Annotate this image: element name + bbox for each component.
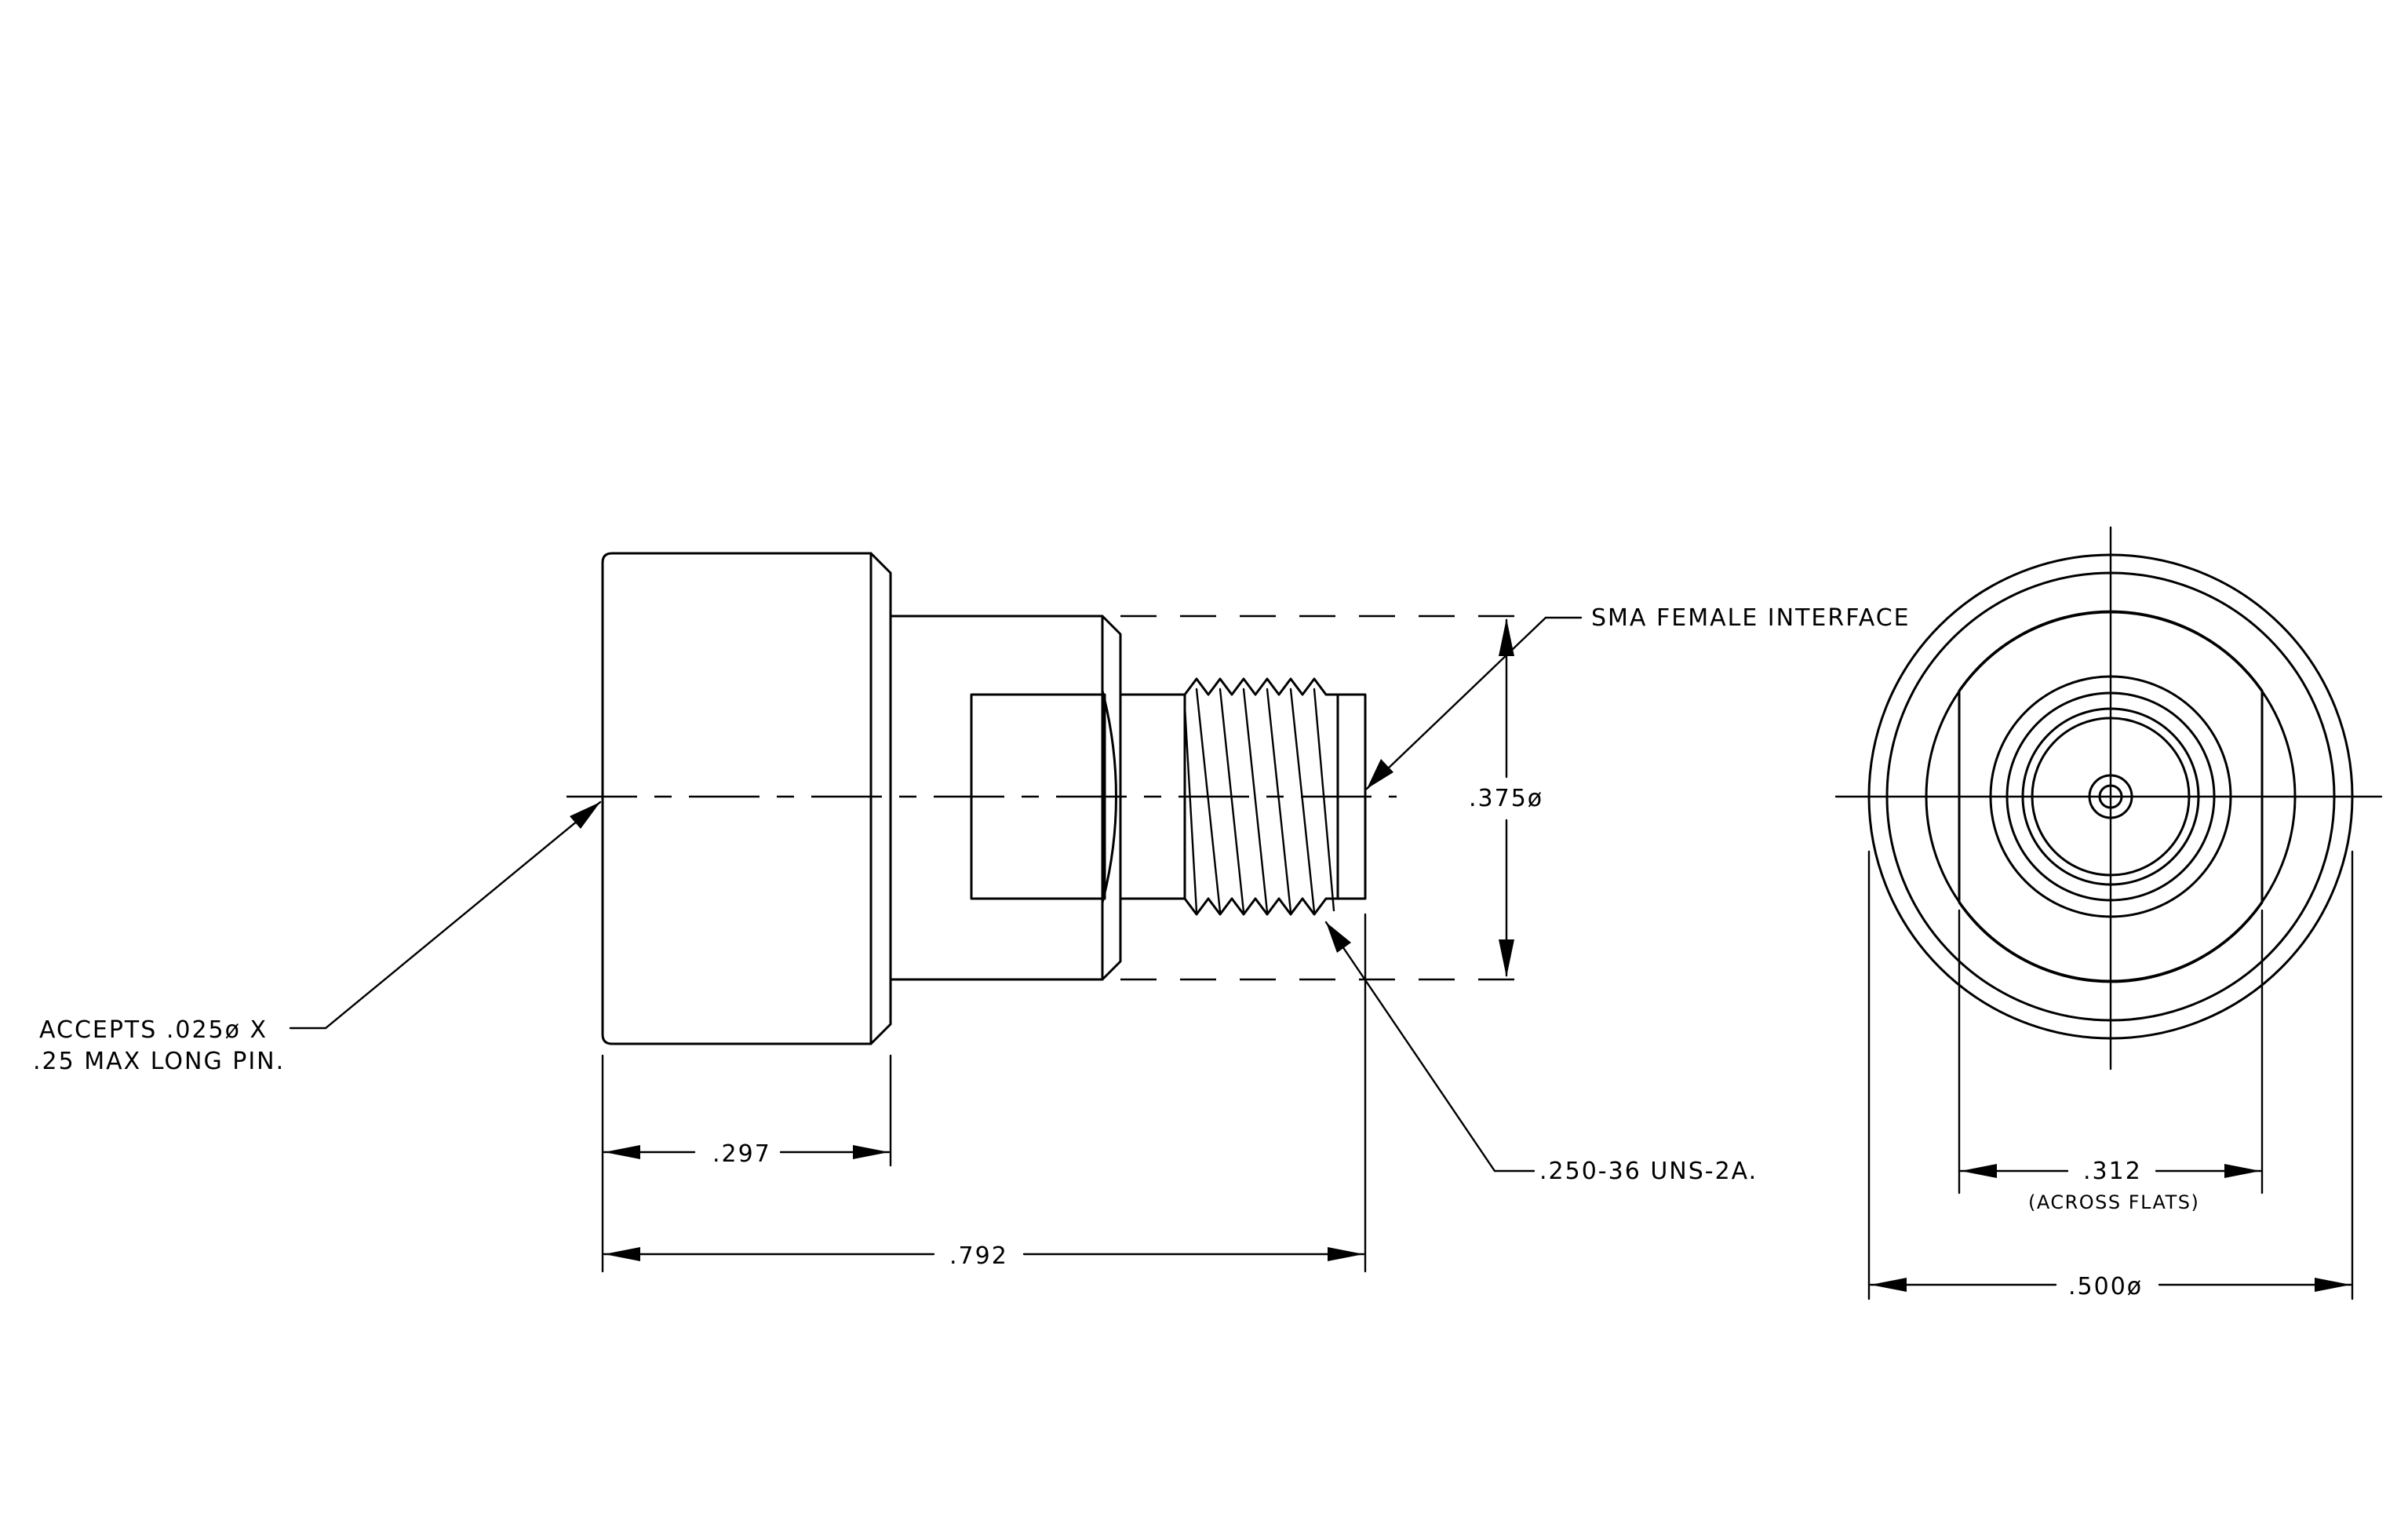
sma-interface-label: SMA FEMALE INTERFACE [1591, 604, 1911, 632]
dimension-overall-length: .792 [603, 1242, 1365, 1270]
cap-body [601, 552, 892, 1045]
end-view: .312 (ACROSS FLATS) .500ø [1834, 526, 2383, 1300]
hex-body [889, 615, 1122, 981]
dim-cap-length-label: .297 [712, 1140, 771, 1168]
dim-body-diameter-label: .375ø [1469, 785, 1543, 812]
dim-overall-length-label: .792 [949, 1242, 1008, 1270]
thread-section [1119, 677, 1367, 916]
pin-label-line2: .25 MAX LONG PIN. [33, 1048, 285, 1075]
callout-sma-interface: SMA FEMALE INTERFACE [1365, 604, 1911, 790]
thread-label: .250-36 UNS-2A. [1539, 1158, 1758, 1185]
dim-outer-diameter-label: .500ø [2068, 1273, 2143, 1300]
dimension-outer-diameter: .500ø [1869, 1273, 2352, 1300]
dimension-across-flats: .312 (ACROSS FLATS) [1959, 1158, 2262, 1213]
dim-across-flats-label: .312 [2083, 1158, 2142, 1185]
side-view: .375ø SMA FEMALE INTERFACE .250-36 UNS-2… [33, 552, 1911, 1273]
dimension-body-diameter: .375ø [1466, 618, 1552, 977]
callout-pin: ACCEPTS .025ø X .25 MAX LONG PIN. [33, 801, 602, 1075]
callout-thread: .250-36 UNS-2A. [1324, 921, 1758, 1185]
across-flats-outline [1958, 610, 2264, 983]
dimension-cap-length: .297 [603, 1140, 891, 1168]
dim-across-flats-note: (ACROSS FLATS) [2028, 1191, 2199, 1213]
pin-label-line1: ACCEPTS .025ø X [39, 1016, 268, 1044]
